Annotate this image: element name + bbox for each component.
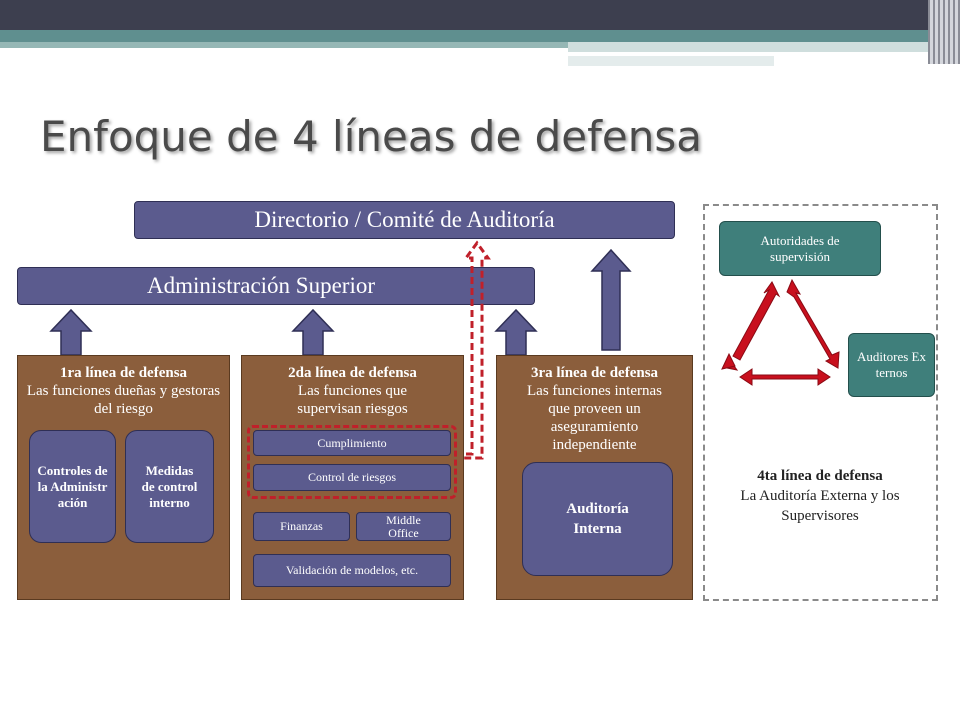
third-line-text: Las funciones internas que proveen un as… xyxy=(527,383,662,453)
first-line-text: Las funciones dueñas y gestoras del ries… xyxy=(26,383,221,417)
middle-office-label: Middle Office xyxy=(386,512,421,540)
risk-control-box: Control de riesgos xyxy=(253,464,451,491)
management-controls-label: Controles de la Administración xyxy=(37,462,108,510)
fourth-line-frame xyxy=(703,204,938,601)
cycle-arrows-icon xyxy=(721,278,840,386)
internal-control-label: Medidas de control interno xyxy=(141,462,198,510)
header-bar xyxy=(0,0,960,30)
senior-management-bar: Administración Superior xyxy=(17,267,535,305)
internal-audit-box: Auditoría Interna xyxy=(522,462,673,576)
header-corner-stripes xyxy=(928,0,960,64)
up-arrow-icon xyxy=(494,308,538,356)
risk-control-label: Control de riesgos xyxy=(308,470,396,484)
fourth-line-caption: 4ta línea de defensa La Auditoría Extern… xyxy=(712,466,928,526)
up-arrow-icon xyxy=(590,248,632,351)
finance-label: Finanzas xyxy=(280,519,323,533)
model-validation-label: Validación de modelos, etc. xyxy=(285,563,419,577)
compliance-box: Cumplimiento xyxy=(253,430,451,456)
first-line-header: 1ra línea de defensa Las funciones dueña… xyxy=(18,364,229,418)
fourth-line-heading: 4ta línea de defensa xyxy=(757,468,883,484)
third-line-header: 3ra línea de defensa Las funciones inter… xyxy=(497,364,692,454)
up-arrow-icon xyxy=(49,308,93,356)
second-line-text: Las funciones que supervisan riesgos xyxy=(297,383,408,417)
header-accent-band-pale xyxy=(568,42,960,52)
up-arrow-icon xyxy=(291,308,335,356)
external-auditors-box: Auditores Externos xyxy=(848,333,935,397)
board-bar: Directorio / Comité de Auditoría xyxy=(134,201,675,239)
first-line-heading: 1ra línea de defensa xyxy=(59,365,188,381)
second-line-header: 2da línea de defensa Las funciones que s… xyxy=(242,364,463,418)
finance-box: Finanzas xyxy=(253,512,350,541)
senior-management-label: Administración Superior xyxy=(146,273,376,298)
middle-office-box: Middle Office xyxy=(356,512,451,541)
second-line-heading: 2da línea de defensa xyxy=(288,365,417,381)
supervisory-authorities-box: Autoridades de supervisión xyxy=(719,221,881,276)
header-accent-line xyxy=(568,52,888,55)
board-label: Directorio / Comité de Auditoría xyxy=(254,207,555,232)
supervisory-authorities-label: Autoridades de supervisión xyxy=(760,232,840,264)
external-auditors-label: Auditores Externos xyxy=(857,349,926,380)
slide-title: Enfoque de 4 líneas de defensa xyxy=(40,112,703,161)
internal-audit-label: Auditoría Interna xyxy=(566,501,629,537)
third-line-heading: 3ra línea de defensa xyxy=(530,365,659,381)
compliance-label: Cumplimiento xyxy=(317,435,387,450)
management-controls-box: Controles de la Administración xyxy=(29,430,116,543)
fourth-line-text: La Auditoría Externa y los Supervisores xyxy=(740,488,900,524)
header-accent-line-2 xyxy=(568,56,774,66)
dashed-up-arrow-icon xyxy=(455,240,491,460)
header-accent-band-light xyxy=(0,42,568,48)
header-accent-band xyxy=(0,30,960,42)
model-validation-box: Validación de modelos, etc. xyxy=(253,554,451,587)
highlight-dashed-frame xyxy=(247,425,457,499)
internal-control-box: Medidas de control interno xyxy=(125,430,214,543)
